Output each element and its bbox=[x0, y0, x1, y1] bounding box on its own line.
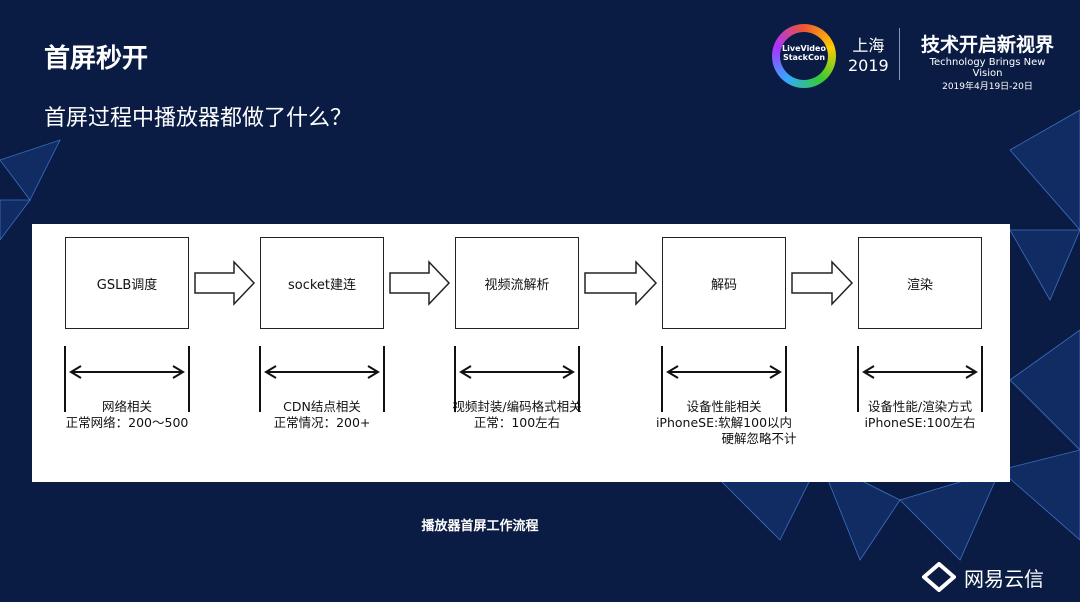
note-line: CDN结点相关 bbox=[283, 399, 361, 414]
duration-measure-icon bbox=[454, 346, 580, 412]
page-title: 首屏秒开 bbox=[44, 44, 149, 74]
note-line: 正常：100左右 bbox=[473, 415, 561, 430]
note-line: iPhoneSE:100左右 bbox=[864, 415, 976, 430]
note-line: 视频封装/编码格式相关 bbox=[452, 399, 582, 414]
note-line: 设备性能/渲染方式 bbox=[867, 399, 973, 414]
year: 2019 bbox=[848, 56, 889, 75]
flow-arrow-icon bbox=[389, 260, 451, 306]
divider bbox=[899, 28, 900, 80]
slogan-cn: 技术开启新视界 bbox=[920, 34, 1054, 56]
brand-logo: 网易云信 bbox=[922, 562, 1044, 592]
flow-step-note: CDN结点相关正常情况：200+ bbox=[230, 399, 414, 431]
flow-step-box: GSLB调度 bbox=[65, 237, 189, 329]
note-line: 设备性能相关 bbox=[686, 399, 762, 414]
flow-step-box: socket建连 bbox=[260, 237, 384, 329]
duration-measure-icon bbox=[857, 346, 983, 412]
conference-date: 2019年4月19日-20日 bbox=[942, 82, 1033, 92]
brand-name: 网易云信 bbox=[964, 566, 1044, 591]
city: 上海 bbox=[852, 36, 885, 55]
page-subtitle: 首屏过程中播放器都做了什么？ bbox=[44, 106, 353, 131]
note-line: 硬解忽略不计 bbox=[721, 431, 797, 446]
flow-arrow-icon bbox=[791, 260, 854, 306]
note-line: 正常情况：200+ bbox=[273, 415, 371, 430]
flow-step-note: 网络相关正常网络：200～500 bbox=[35, 399, 219, 431]
flow-step-box: 渲染 bbox=[858, 237, 982, 329]
netease-logo-icon bbox=[922, 562, 956, 592]
note-line: iPhoneSE:软解100以内 bbox=[655, 415, 793, 430]
flow-diagram: GSLB调度网络相关正常网络：200～500 socket建连 CDN结点相关正常情… bbox=[32, 224, 1010, 482]
flow-arrow-icon bbox=[194, 260, 256, 306]
duration-measure-icon bbox=[64, 346, 190, 412]
flow-step-note: 视频封装/编码格式相关正常：100左右 bbox=[425, 399, 609, 431]
flow-step-box: 解码 bbox=[662, 237, 786, 329]
note-line: 网络相关 bbox=[101, 399, 152, 414]
flow-arrow-icon bbox=[584, 260, 658, 306]
note-line: 正常网络：200～500 bbox=[65, 415, 189, 430]
diagram-caption: 播放器首屏工作流程 bbox=[421, 519, 539, 534]
duration-measure-icon bbox=[259, 346, 385, 412]
slogan: 技术开启新视界 Technology Brings New Vision 201… bbox=[915, 30, 1060, 92]
slogan-en: Technology Brings New Vision bbox=[929, 57, 1046, 79]
duration-measure-icon bbox=[661, 346, 787, 412]
flow-step-box: 视频流解析 bbox=[455, 237, 579, 329]
